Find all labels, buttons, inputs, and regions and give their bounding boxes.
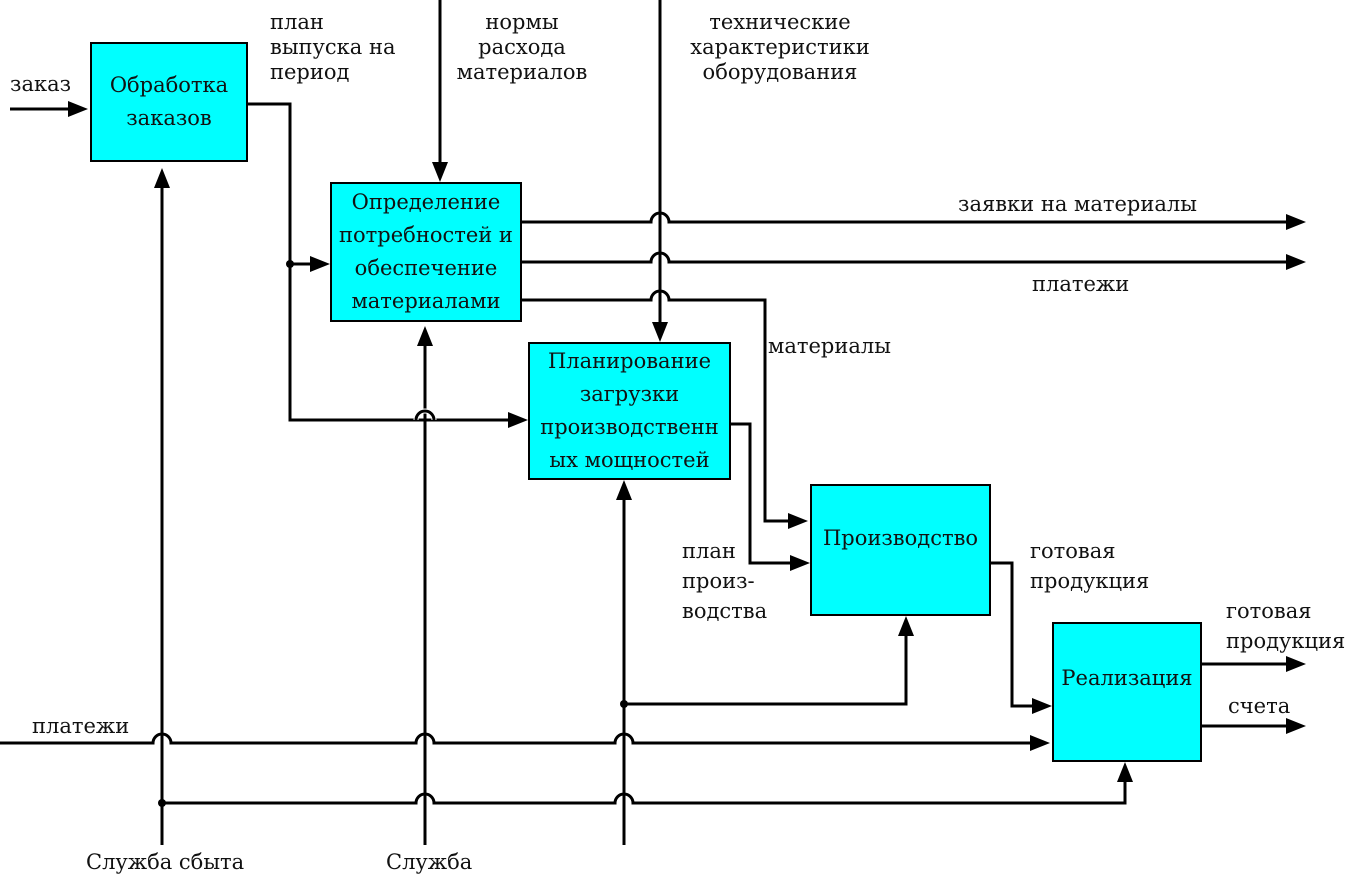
capacity-planning-label: Планирование загрузки производственн ых … <box>540 349 719 472</box>
equipment-specs-label: технические характеристики оборудования <box>690 10 870 84</box>
production-label: Производство <box>822 526 979 550</box>
invoices-label: счета <box>1228 694 1291 718</box>
service-label: Служба <box>386 850 473 874</box>
sales-service-branch <box>162 775 1127 805</box>
production-plan-arrow <box>731 422 794 565</box>
order-processing-label: Обработка заказов <box>109 73 229 130</box>
materials-block-label: Определение потребностей и обеспечение м… <box>339 190 513 313</box>
finished-goods-arrow <box>991 561 1036 708</box>
consumption-norms-label: нормы расхода материалов <box>456 10 588 84</box>
production-plan-label: план произ- водства <box>682 539 768 623</box>
production-mech-line <box>624 632 908 706</box>
sales-label: Реализация <box>1061 666 1193 690</box>
materials-arrow <box>522 289 790 523</box>
material-requests-arrow <box>522 211 1288 224</box>
service-jump-420-b <box>414 409 436 421</box>
order-label: заказ <box>10 72 72 96</box>
release-plan-label: план выпуска на период <box>270 10 396 84</box>
capacity-planning-block[interactable]: Планирование загрузки производственн ых … <box>528 342 731 480</box>
finished-goods-mid-label: готовая продукция <box>1030 539 1150 593</box>
production-block[interactable]: Производство <box>810 484 991 616</box>
sales-service-label: Служба сбыта <box>86 850 245 874</box>
payments-out-label: платежи <box>1032 272 1130 296</box>
payments-out-arrow <box>522 251 1288 264</box>
finished-goods-out-label: готовая продукция <box>1226 599 1346 653</box>
materials-block[interactable]: Определение потребностей и обеспечение м… <box>330 182 522 322</box>
material-requests-label: заявки на материалы <box>958 192 1197 216</box>
sales-block[interactable]: Реализация <box>1052 622 1202 762</box>
materials-label: материалы <box>768 334 891 358</box>
order-processing-block[interactable]: Обработка заказов <box>90 42 248 162</box>
payments-in-label: платежи <box>32 714 130 738</box>
payments-in-arrow <box>0 732 1032 745</box>
